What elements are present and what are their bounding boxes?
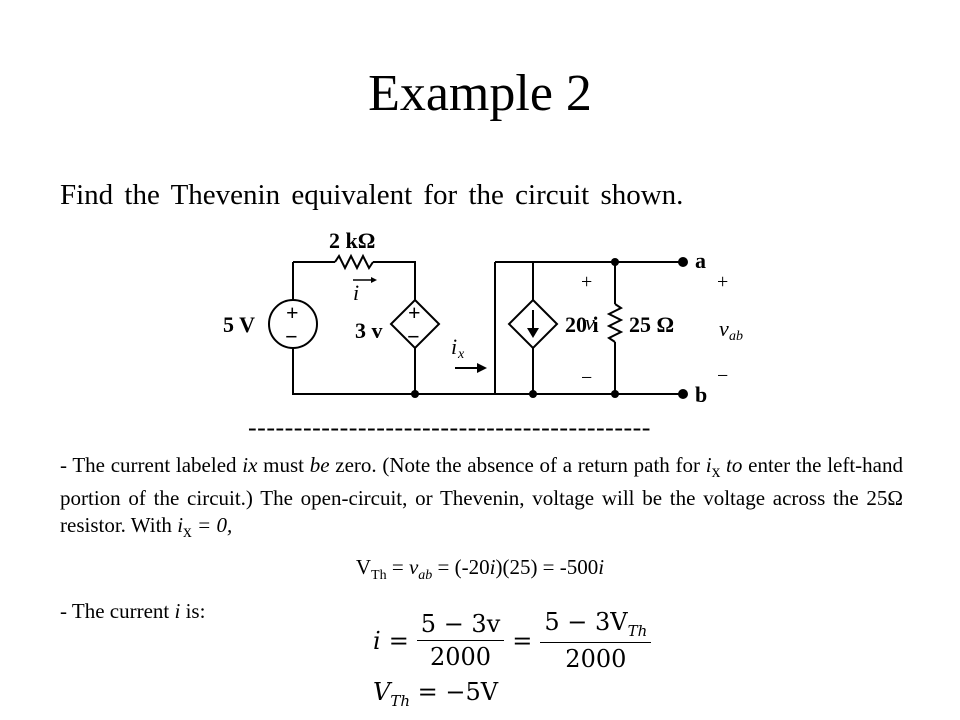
eq-i2: i: [598, 555, 605, 579]
p-be: be: [309, 453, 330, 477]
current-equation: i = 5 − 3v 2000 = 5 − 3VTh 2000: [373, 608, 652, 673]
p-text: enter the left-hand portion of the circu…: [60, 453, 903, 538]
p-i: i: [705, 453, 712, 477]
terminal-b: b: [695, 382, 707, 407]
p-ix: ix: [242, 453, 258, 477]
result-v: V: [373, 678, 391, 706]
math-i: i: [373, 626, 381, 655]
terminal-a: a: [695, 248, 706, 273]
current-line: - The current i is:: [60, 597, 205, 625]
current-i: i: [174, 599, 181, 623]
p-i2: i: [177, 513, 184, 538]
label-ix: i: [451, 334, 457, 359]
plus-5v: +: [286, 300, 299, 325]
p-eq0: = 0,: [191, 513, 233, 538]
p-text: zero. (Note the absence of a return path…: [329, 453, 706, 477]
minus-vab: −: [717, 365, 728, 387]
label-i: i: [353, 280, 359, 305]
math-equals: =: [388, 626, 409, 655]
frac2-num: 5 − 3VTh: [540, 608, 652, 643]
section-divider: ----------------------------------------…: [248, 413, 651, 442]
fraction-1: 5 − 3v 2000: [416, 610, 505, 671]
fraction-2: 5 − 3VTh 2000: [540, 608, 652, 673]
minus-dep: −: [407, 324, 420, 349]
eq-v: V: [355, 555, 372, 579]
vth-equation: VTh = vab = (-20i)(25) = -500i: [0, 553, 960, 590]
label-vab: v: [719, 316, 729, 341]
eq-th: Th: [371, 568, 387, 583]
current-text: - The current: [60, 599, 175, 623]
label-ix-sub: x: [457, 347, 465, 362]
plus-dep: +: [408, 300, 421, 325]
label-25ohm: 25 Ω: [629, 312, 674, 337]
label-20i: 20 i: [565, 312, 599, 337]
slide-title: Example 2: [368, 65, 592, 122]
explanation-paragraph: - The current labeled ix must be zero. (…: [60, 452, 903, 545]
circuit-diagram: 2 kΩ 5 V 3 v 20 i 25 Ω a b + − + − i i x…: [223, 228, 743, 407]
minus-v: −: [581, 367, 592, 389]
frac1-den: 2000: [429, 643, 492, 671]
frac1-num: 5 − 3v: [416, 610, 505, 641]
label-2k: 2 kΩ: [329, 228, 375, 253]
plus-v: +: [581, 271, 592, 293]
label-5v: 5 V: [223, 312, 255, 337]
result-rhs: = −5V: [417, 678, 499, 706]
frac2-den: 2000: [565, 645, 627, 673]
eq-ab: ab: [418, 568, 433, 583]
p-x: x: [711, 461, 721, 482]
eq-i1: i: [489, 555, 496, 579]
eq-vab: v: [408, 555, 419, 579]
intro-text: Find the Thevenin equivalent for the cir…: [60, 179, 684, 211]
p-to: to: [720, 453, 743, 477]
label-v: v: [585, 310, 595, 335]
frac2-num-text: 5 − 3V: [544, 608, 628, 636]
eq-rest: = (-20: [432, 555, 490, 579]
current-text2: is:: [180, 599, 206, 623]
result-sub: Th: [390, 692, 411, 710]
label-3v: 3 v: [355, 318, 383, 343]
frac2-num-sub: Th: [627, 622, 648, 640]
p-text: - The current labeled: [60, 453, 243, 477]
eq-rest2: )(25) = -500: [495, 555, 599, 579]
minus-5v: −: [285, 324, 298, 349]
p-x2: x: [183, 521, 192, 542]
vth-result: VTh = −5V: [373, 678, 498, 710]
math-equals-2: =: [512, 626, 533, 655]
label-vab-sub: ab: [729, 329, 743, 344]
eq-equals: =: [386, 555, 409, 579]
plus-vab: +: [717, 271, 728, 293]
p-text: must: [257, 453, 310, 477]
